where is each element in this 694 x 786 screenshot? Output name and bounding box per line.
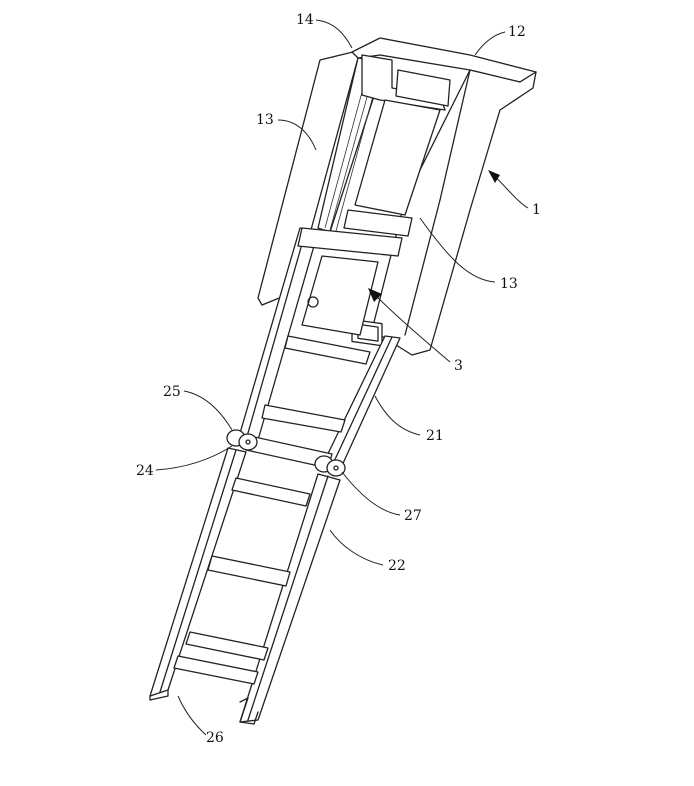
leader-25 <box>183 390 233 431</box>
housing <box>257 37 537 356</box>
left-hinge-pin <box>245 439 251 445</box>
leader-3 <box>371 291 451 363</box>
lower-rung <box>207 555 291 587</box>
upper-top-crossbar <box>297 227 403 257</box>
label-27: 27 <box>404 508 422 524</box>
plate-hole <box>307 296 319 308</box>
lower-bottom-crossbar <box>173 655 259 685</box>
leader-24 <box>155 445 233 471</box>
arrow-3 <box>368 288 382 302</box>
lower-right-rail <box>239 473 341 723</box>
upper-rung <box>261 404 346 433</box>
leader-22 <box>329 529 384 566</box>
rail-line <box>329 71 375 231</box>
label-3: 3 <box>454 358 463 374</box>
leader-13b <box>419 217 496 283</box>
label-14: 14 <box>296 12 314 28</box>
arrow-1 <box>488 170 500 183</box>
label-26: 26 <box>206 730 224 746</box>
rail-edge <box>159 449 237 693</box>
label-1: 1 <box>532 202 541 218</box>
label-22: 22 <box>388 558 406 574</box>
leader-14 <box>315 19 353 49</box>
back-plate <box>354 99 441 216</box>
lower-rung <box>231 477 311 507</box>
lower-rung <box>185 631 269 661</box>
upper-rung <box>284 335 371 365</box>
housing-right-wall <box>371 69 537 356</box>
label-13-left: 13 <box>256 112 274 128</box>
rail-edge <box>245 229 307 441</box>
rail-line <box>324 69 369 229</box>
rail-edge <box>330 336 393 469</box>
inner-cross-block <box>395 69 451 107</box>
housing-crossbar <box>343 209 413 237</box>
reference-labels: 14 12 13 1 13 3 25 21 24 27 22 26 <box>136 12 541 746</box>
rail-edge <box>247 475 329 721</box>
lower-ladder <box>149 447 341 725</box>
label-13-right: 13 <box>500 276 518 292</box>
left-hinge-inner <box>238 433 258 451</box>
hinges <box>226 429 346 477</box>
label-21: 21 <box>426 428 444 444</box>
leader-21 <box>374 395 421 436</box>
leader-27 <box>341 471 401 516</box>
upper-plate <box>301 255 379 336</box>
rail-line <box>335 73 380 232</box>
leader-26 <box>177 695 207 736</box>
label-24: 24 <box>136 463 154 479</box>
right-hinge-pin <box>333 465 339 471</box>
leader-lines <box>155 19 529 736</box>
housing-edge <box>439 69 471 201</box>
housing-edge <box>404 199 441 336</box>
right-hinge-inner <box>326 459 346 477</box>
right-foot <box>239 697 259 725</box>
label-12: 12 <box>508 24 526 40</box>
label-25: 25 <box>163 384 181 400</box>
leader-12 <box>474 31 506 56</box>
left-foot <box>149 689 169 701</box>
leader-13a <box>277 119 317 151</box>
upper-ladder <box>237 227 403 471</box>
